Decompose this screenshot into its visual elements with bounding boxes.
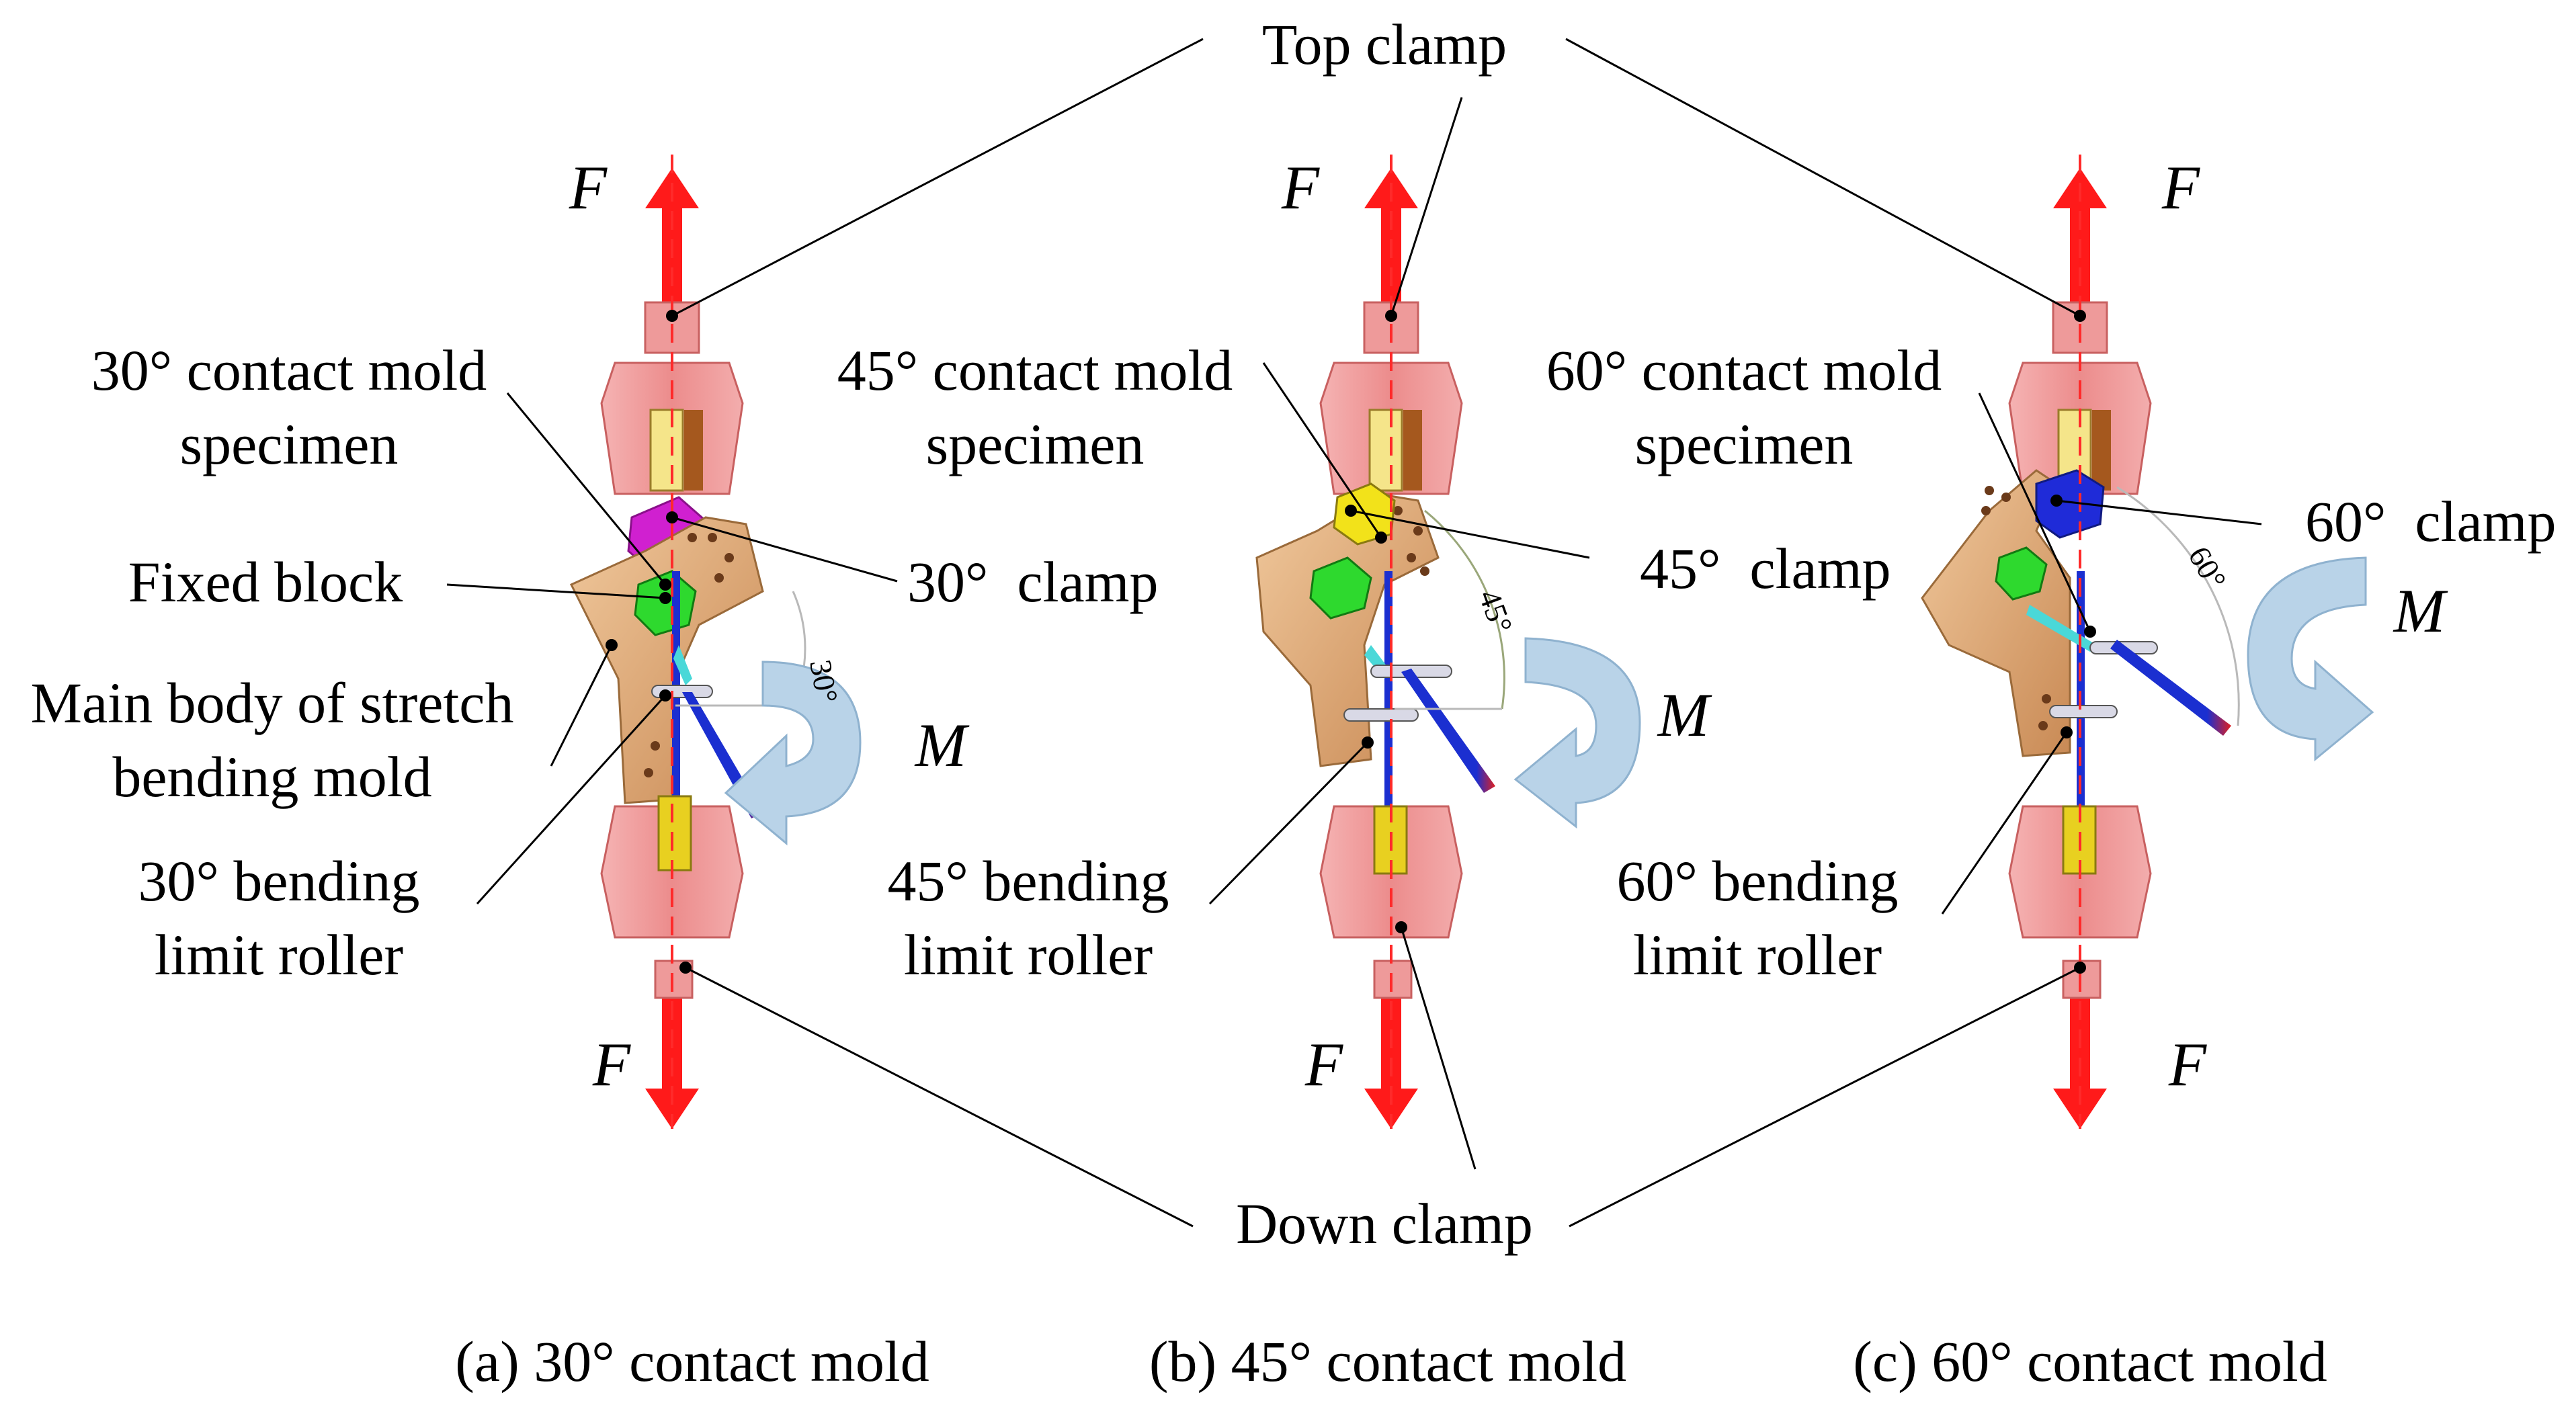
fixed-block-b [1309,556,1372,620]
moment-arrow-a [724,661,862,846]
force-arrow-top-a [645,168,699,302]
fixed-block-c [1995,546,2048,601]
label-down-clamp: Down clamp [1236,1191,1533,1256]
caption-a: (a) 30° contact mold [455,1329,929,1394]
force-label-top-c: F [2161,153,2200,222]
top-clamp-a [600,301,744,495]
top-clamp-b [1319,301,1463,495]
specimen-strip-a [672,571,680,826]
mold-holes-a [644,533,734,777]
force-arrow-top-c [2053,168,2107,302]
force-arrow-top-b [1364,168,1418,302]
top-clamp-c [2008,301,2152,495]
panel-b [1255,155,1641,1129]
label-top-clamp: Top clamp [1262,12,1507,77]
caption-b: (b) 45° contact mold [1149,1329,1626,1394]
labels: Top clamp Down clamp F F F F F F M M M 3… [31,12,2557,1394]
main-body-mold-a [569,516,764,804]
specimen-label-a-line2: specimen [180,412,399,476]
angle-arc-b [1424,509,1505,710]
leader-dots [606,310,2096,974]
angle-label-b: 45° [1472,585,1520,638]
clamp-60-c [2035,469,2105,539]
roller-label-c-line1: 60° bending [1617,849,1899,913]
mold-holes-b [1393,506,1429,576]
clamp-label-c: 60° clamp [2305,489,2557,554]
main-body-label-a-line1: Main body of stretch [31,671,514,735]
roller-label-b-line1: 45° bending [888,849,1169,913]
roller-label-c-line2: limit roller [1633,923,1882,987]
roller-label-b-line2: limit roller [904,923,1153,987]
moment-label-a: M [914,711,970,779]
moment-arrow-b [1513,637,1641,829]
specimen-label-a-line1: 30° contact mold [91,338,487,402]
specimen-label-c-line1: 60° contact mold [1546,338,1942,402]
specimen-label-c-line2: specimen [1635,412,1854,476]
panel-a [569,155,862,1129]
force-label-bottom-b: F [1304,1030,1343,1099]
moment-label-b: M [1657,681,1712,749]
specimen-label-b-line2: specimen [926,412,1145,476]
force-label-bottom-c: F [2168,1030,2207,1099]
moment-label-c: M [2393,577,2448,645]
specimen-label-b-line1: 45° contact mold [837,338,1233,402]
leader-lines [446,38,2262,1228]
fixed-block-label-a: Fixed block [128,550,403,614]
force-label-top-b: F [1281,153,1320,222]
panel-c [1921,155,2374,1129]
force-label-top-a: F [569,153,608,222]
force-label-bottom-a: F [592,1030,631,1099]
angle-label-a: 30° [803,657,844,706]
main-body-label-a-line2: bending mold [112,745,431,809]
bending-rod-b [1401,669,1495,793]
roller-label-a-line2: limit roller [155,923,403,987]
caption-c: (c) 60° contact mold [1853,1329,2327,1394]
bending-rod-c [2110,640,2231,736]
angle-label-c: 60° [2182,541,2233,595]
moment-arrow-c [2247,556,2374,762]
roller-label-a-line1: 30° bending [138,849,420,913]
clamp-label-b: 45° clamp [1640,536,1891,601]
clamp-label-a: 30° clamp [907,550,1159,614]
mold-holes-c [1981,486,2051,730]
